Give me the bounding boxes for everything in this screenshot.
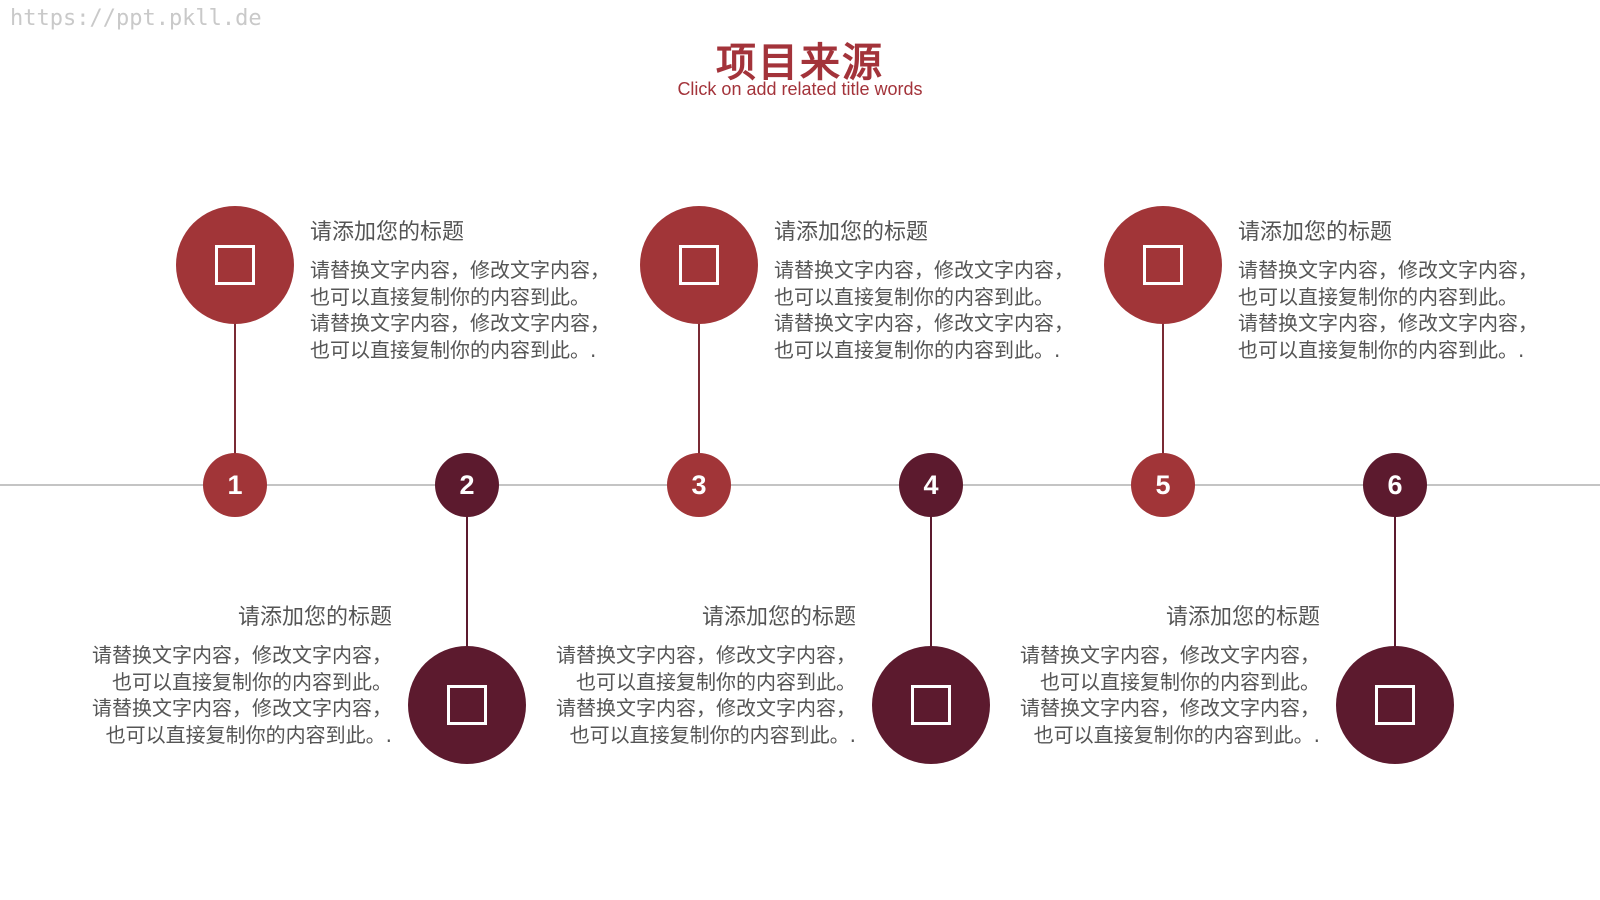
timeline-node-6: 6 [1363,453,1427,517]
body-line: 请替换文字内容，修改文字内容， [1238,311,1538,335]
connector-line-2 [466,515,468,647]
connector-line-5 [1162,318,1164,455]
block-body: 请替换文字内容，修改文字内容， 也可以直接复制你的内容到此。 请替换文字内容，修… [980,642,1320,748]
body-line: 也可以直接复制你的内容到此。 [576,669,856,694]
text-block-5: 请添加您的标题 请替换文字内容，修改文字内容， 也可以直接复制你的内容到此。 请… [1238,219,1578,363]
timeline-node-4: 4 [899,453,963,517]
page-subtitle: Click on add related title words [677,79,923,99]
block-title: 请添加您的标题 [774,220,929,245]
block-title: 请添加您的标题 [237,605,392,630]
body-line: 也可以直接复制你的内容到此。 [112,669,392,694]
text-block-6: 请添加您的标题 请替换文字内容，修改文字内容， 也可以直接复制你的内容到此。 请… [980,604,1320,748]
body-line: 请替换文字内容，修改文字内容， [774,258,1074,282]
body-line: 请替换文字内容，修改文字内容， [92,643,392,667]
watermark-url: https://ppt.pkll.de [10,6,262,31]
block-body: 请替换文字内容，修改文字内容， 也可以直接复制你的内容到此。 请替换文字内容，修… [774,257,1114,363]
body-line: 请替换文字内容，修改文字内容， [310,311,610,335]
text-block-3: 请添加您的标题 请替换文字内容，修改文字内容， 也可以直接复制你的内容到此。 请… [774,219,1114,363]
feature-circle-2 [408,646,526,764]
connector-line-4 [930,515,932,647]
body-line: 也可以直接复制你的内容到此。 [774,284,1054,309]
feature-circle-3 [640,206,758,324]
body-line: 请替换文字内容，修改文字内容， [92,696,392,720]
connector-line-6 [1394,515,1396,647]
body-line: 请替换文字内容，修改文字内容， [774,311,1074,335]
body-line: 也可以直接复制你的内容到此。 [1040,669,1320,694]
square-icon [1375,685,1415,725]
text-block-2: 请添加您的标题 请替换文字内容，修改文字内容， 也可以直接复制你的内容到此。 请… [52,604,392,748]
body-line: 也可以直接复制你的内容到此。 [1238,284,1518,309]
block-title: 请添加您的标题 [1165,605,1320,630]
timeline-node-2: 2 [435,453,499,517]
block-body: 请替换文字内容，修改文字内容， 也可以直接复制你的内容到此。 请替换文字内容，修… [310,257,650,363]
block-title: 请添加您的标题 [1238,220,1393,245]
square-icon [911,685,951,725]
timeline-axis [0,484,1600,486]
square-icon [215,245,255,285]
block-body: 请替换文字内容，修改文字内容， 也可以直接复制你的内容到此。 请替换文字内容，修… [516,642,856,748]
block-title: 请添加您的标题 [310,220,465,245]
text-block-1: 请添加您的标题 请替换文字内容，修改文字内容， 也可以直接复制你的内容到此。 请… [310,219,650,363]
text-block-4: 请添加您的标题 请替换文字内容，修改文字内容， 也可以直接复制你的内容到此。 请… [516,604,856,748]
block-body: 请替换文字内容，修改文字内容， 也可以直接复制你的内容到此。 请替换文字内容，修… [52,642,392,748]
connector-line-1 [234,318,236,455]
body-line: 也可以直接复制你的内容到此。. [105,722,392,747]
body-line: 请替换文字内容，修改文字内容， [1020,696,1320,720]
feature-circle-5 [1104,206,1222,324]
body-line: 请替换文字内容，修改文字内容， [1238,258,1538,282]
feature-circle-6 [1336,646,1454,764]
body-line: 也可以直接复制你的内容到此。. [1238,337,1525,362]
timeline-node-3: 3 [667,453,731,517]
body-line: 也可以直接复制你的内容到此。. [1033,722,1320,747]
body-line: 请替换文字内容，修改文字内容， [556,643,856,667]
square-icon [447,685,487,725]
page-title: 项目来源 [716,40,884,86]
body-line: 请替换文字内容，修改文字内容， [310,258,610,282]
body-line: 也可以直接复制你的内容到此。. [774,337,1061,362]
body-line: 也可以直接复制你的内容到此。. [310,337,597,362]
body-line: 也可以直接复制你的内容到此。. [569,722,856,747]
timeline-node-1: 1 [203,453,267,517]
feature-circle-1 [176,206,294,324]
feature-circle-4 [872,646,990,764]
block-body: 请替换文字内容，修改文字内容， 也可以直接复制你的内容到此。 请替换文字内容，修… [1238,257,1578,363]
body-line: 请替换文字内容，修改文字内容， [556,696,856,720]
connector-line-3 [698,318,700,455]
timeline-node-5: 5 [1131,453,1195,517]
square-icon [1143,245,1183,285]
square-icon [679,245,719,285]
block-title: 请添加您的标题 [701,605,856,630]
body-line: 也可以直接复制你的内容到此。 [310,284,590,309]
body-line: 请替换文字内容，修改文字内容， [1020,643,1320,667]
